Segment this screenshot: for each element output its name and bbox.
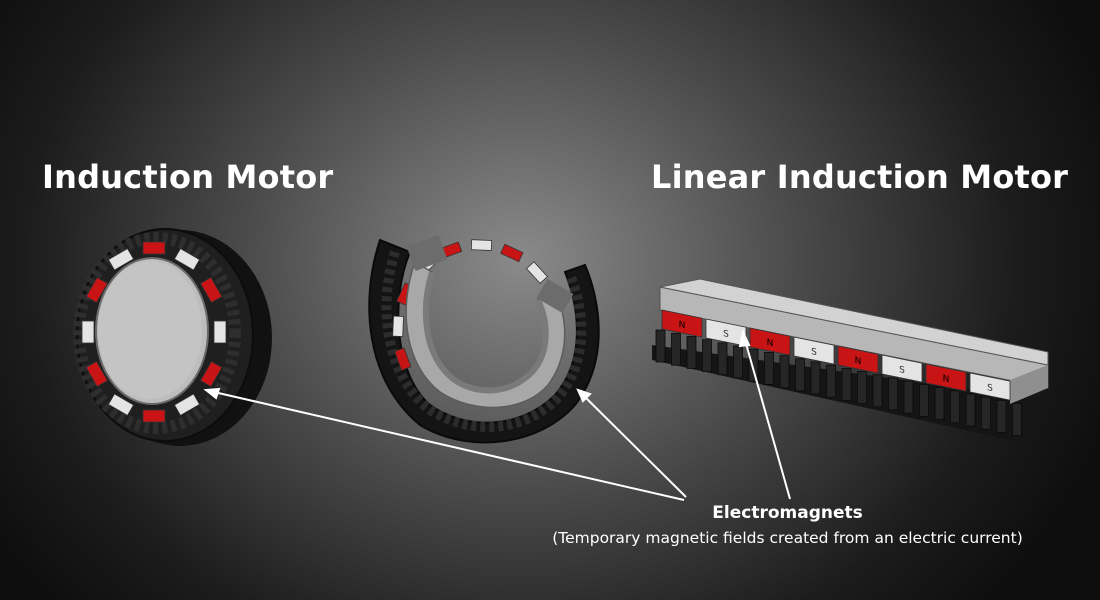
cutaway-magnet-segment <box>525 261 549 284</box>
callout-description: (Temporary magnetic fields created from … <box>552 529 1023 547</box>
rotary-magnet-segment <box>199 360 223 388</box>
arrowhead-linear-motor-icon <box>738 328 751 348</box>
linear-magnet-segment: S <box>969 372 1011 401</box>
linear-magnet-segment: N <box>749 327 791 356</box>
rotary-electromagnet-ring <box>81 241 227 423</box>
linear-induction-motor-illustration: N S N S N S N S <box>652 278 1052 440</box>
linear-magnet-segment: S <box>881 354 923 383</box>
linear-magnet-segment: S <box>705 318 747 347</box>
magnet-pole-label: N <box>855 356 862 367</box>
arrowhead-induction-motor-icon <box>203 387 221 400</box>
linear-magnet-segment: N <box>925 363 967 392</box>
arrow-to-induction-motor <box>213 391 685 501</box>
rotary-magnet-segment <box>213 320 227 344</box>
rotary-magnet-segment <box>85 360 109 388</box>
magnet-pole-label: N <box>767 338 774 349</box>
rotary-magnet-segment <box>199 276 223 304</box>
callout-label: Electromagnets <box>712 503 863 523</box>
arrow-to-cutaway-motor <box>583 395 687 498</box>
magnet-pole-label: S <box>987 383 993 394</box>
magnet-pole-label: N <box>679 320 686 331</box>
arrow-to-linear-motor <box>744 339 791 500</box>
linear-magnet-segment: S <box>793 336 835 365</box>
induction-motor-title: Induction Motor <box>42 158 334 196</box>
rotary-magnet-segment <box>142 409 166 423</box>
linear-magnet-segment: N <box>661 309 703 338</box>
linear-induction-motor-title: Linear Induction Motor <box>651 158 1069 196</box>
rotary-magnet-segment <box>85 276 109 304</box>
linear-magnet-segment: N <box>837 345 879 374</box>
magnet-pole-label: S <box>723 329 729 340</box>
magnet-pole-label: S <box>899 365 905 376</box>
magnet-pole-label: N <box>943 374 950 385</box>
rotary-magnet-segment <box>81 320 95 344</box>
rotary-magnet-segment <box>142 241 166 255</box>
rotary-magnet-segment <box>107 248 135 271</box>
electromagnets-callout: Electromagnets (Temporary magnetic field… <box>500 502 1075 548</box>
rotary-magnet-segment <box>107 393 135 416</box>
linear-electromagnet-row: N S N S N S N S <box>661 309 1011 401</box>
cutaway-magnet-segment <box>500 243 524 263</box>
cutaway-magnet-segment <box>392 315 404 337</box>
cutaway-motor-illustration <box>368 234 600 444</box>
callout-arrows <box>203 328 791 501</box>
rotary-magnet-segment <box>173 248 201 271</box>
cutaway-magnet-segment <box>470 239 493 251</box>
induction-motor-illustration <box>73 228 272 446</box>
arrowhead-cutaway-motor-icon <box>576 388 592 403</box>
magnet-pole-label: S <box>811 347 817 358</box>
cutaway-magnet-segment <box>394 347 412 371</box>
rotary-magnet-segment <box>173 393 201 416</box>
